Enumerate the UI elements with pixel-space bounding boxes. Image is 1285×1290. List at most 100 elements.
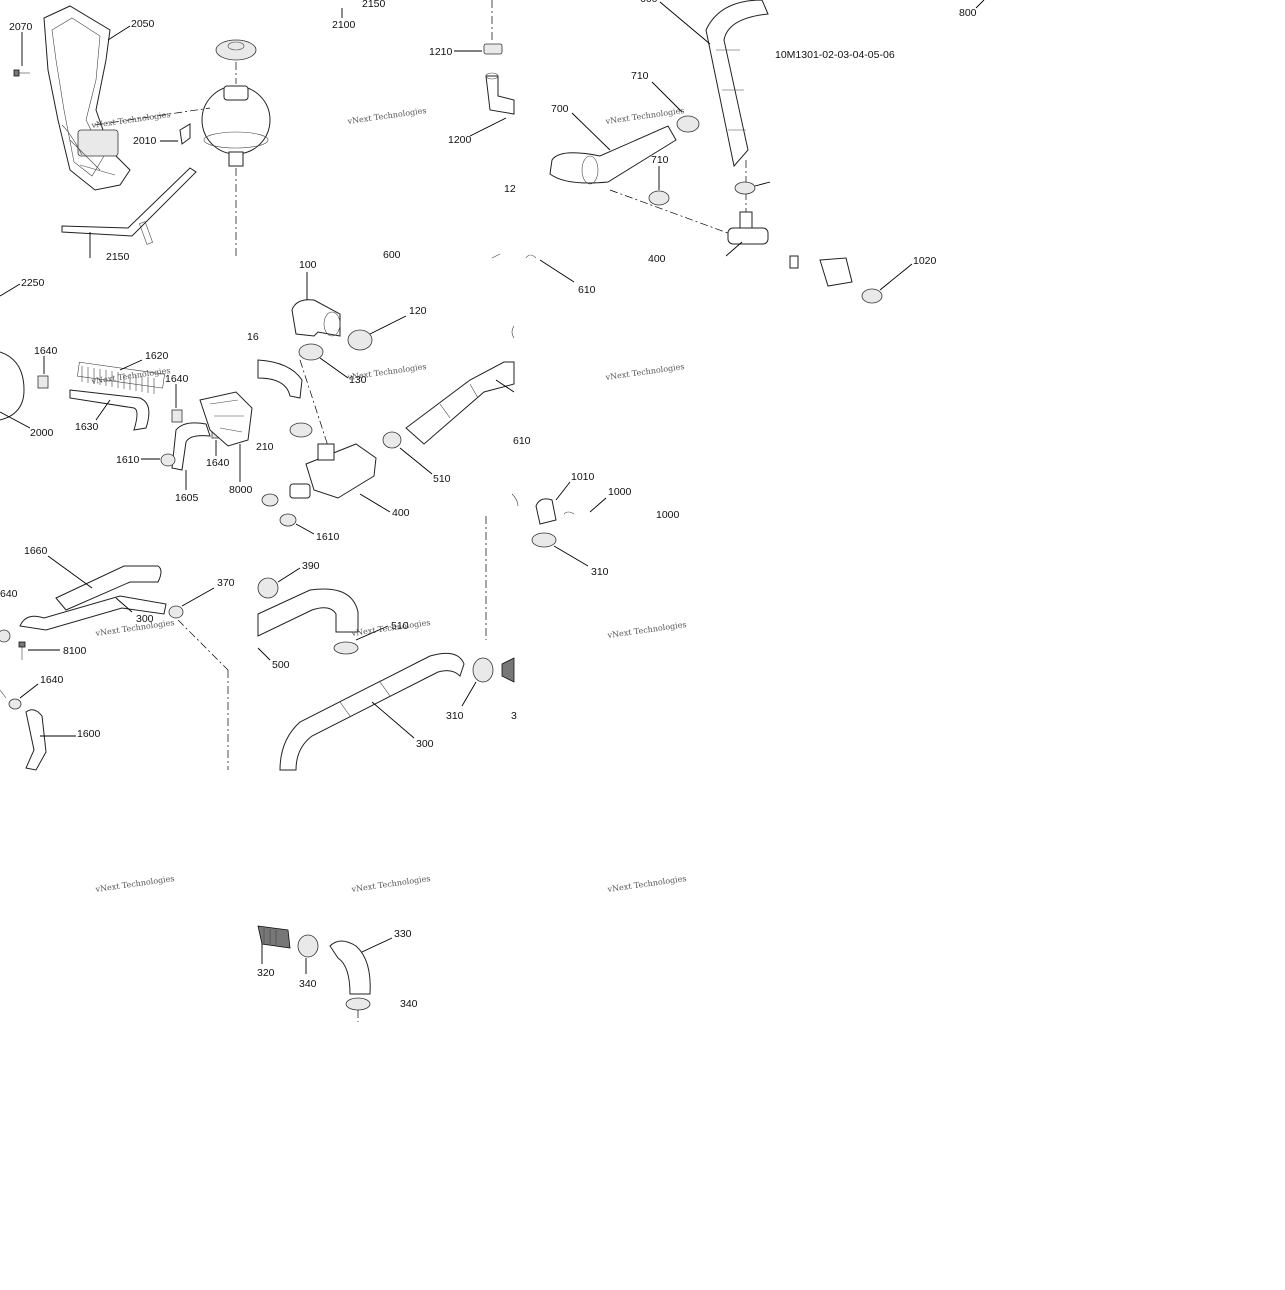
leader-510-b	[355, 625, 389, 641]
clamp-710-lower	[648, 190, 670, 206]
tank-cap-top	[227, 41, 245, 51]
leader-310-a	[553, 545, 589, 567]
fitting-320-part	[257, 925, 291, 949]
leader-300-b	[371, 701, 415, 739]
callout-1660: 1660	[24, 545, 48, 557]
watermark: vNext Technologies	[346, 362, 427, 382]
clip-2010-part	[179, 123, 191, 145]
hose-1200-end	[485, 72, 499, 80]
fitting-1020-part	[819, 257, 853, 287]
expansion-tank-seam	[203, 131, 269, 149]
bolt-2070-head	[13, 69, 20, 77]
leader-610-top	[495, 379, 515, 393]
hose-1600-part	[25, 709, 47, 771]
callout-340-a: 340	[299, 978, 317, 990]
callout-1640-b: 1640	[165, 373, 189, 385]
leader-120	[369, 315, 407, 335]
clamp-340-a	[297, 934, 319, 958]
expansion-tank-outlet	[228, 151, 244, 167]
clamp-120-part	[347, 329, 373, 351]
callout-710-upper: 710	[631, 70, 649, 82]
hose-600-ribs	[716, 49, 746, 131]
expansion-tank-neck	[223, 85, 249, 101]
clamp-210-part	[289, 422, 313, 438]
callout-1600: 1600	[77, 728, 101, 740]
fitting-1010-part	[535, 498, 557, 525]
leader-370	[181, 587, 215, 607]
hose-700-part	[549, 125, 677, 184]
hose-500-upper	[405, 361, 515, 445]
axis-700-tee	[609, 189, 737, 237]
callout-2150-bottom: 2150	[106, 251, 130, 263]
leader-710-upper	[651, 81, 683, 113]
watermark: vNext Technologies	[606, 874, 687, 894]
callout-1200: 1200	[448, 134, 472, 146]
clamp-340-b	[345, 997, 371, 1011]
watermark: vNext Technologies	[604, 362, 685, 382]
leader-2000	[0, 411, 31, 429]
leader-700	[571, 112, 611, 151]
tile-bottom-center: 320 340 330 340	[257, 925, 418, 1022]
callout-700: 700	[551, 103, 569, 115]
callout-500: 500	[272, 659, 290, 671]
callout-16: 16	[247, 331, 259, 343]
callout-1620: 1620	[145, 350, 169, 362]
callout-1010: 1010	[571, 471, 595, 483]
leader-390	[277, 567, 301, 583]
reference-code: 10M1301-02-03-04-05-06	[775, 49, 895, 61]
hose-500-lower	[257, 588, 359, 637]
callout-210: 210	[256, 441, 274, 453]
hose-1605-part	[171, 422, 211, 471]
tile-lower-left: 1660 300 640 370 8100 1640 1600	[0, 545, 235, 771]
callout-320: 320	[257, 967, 275, 979]
tile-top-left: 2070 2050 2150 2100 2010 2150	[9, 0, 386, 263]
clamp-510-b	[333, 641, 359, 655]
clip-1640-b	[171, 409, 183, 423]
hose-500-ribs	[439, 383, 479, 419]
leader-300-a	[115, 597, 133, 613]
clamp-1020-left	[789, 255, 799, 269]
callout-310-a: 310	[591, 566, 609, 578]
callout-800: 800	[959, 7, 977, 19]
hose-300-big	[279, 652, 465, 771]
spring-1620-part	[77, 361, 165, 394]
callout-1640-c: 1640	[206, 457, 230, 469]
callout-510-a: 510	[433, 473, 451, 485]
callout-300-a: 300	[136, 613, 154, 625]
callout-600-top: 600	[640, 0, 658, 5]
clamp-tee-top	[734, 181, 756, 195]
callout-2050: 2050	[131, 18, 155, 30]
watermark: vNext Technologies	[606, 620, 687, 640]
callout-1000-b: 1000	[656, 509, 680, 521]
callout-8100: 8100	[63, 645, 87, 657]
leader-610-a	[539, 259, 575, 283]
hose-1000-tip	[563, 511, 575, 515]
thermostat-400-part	[305, 443, 377, 499]
callout-1000: 1000	[608, 486, 632, 498]
callout-340-b: 340	[400, 998, 418, 1010]
tee-400-stem	[739, 211, 753, 231]
clip-1640-a	[37, 375, 49, 389]
leader-500	[257, 647, 271, 661]
tee-400-body	[727, 227, 769, 245]
leader-130	[319, 357, 349, 379]
callout-2150-top: 2150	[362, 0, 386, 10]
fitting-edge-1640	[0, 689, 7, 699]
callout-1640-a: 1640	[34, 345, 58, 357]
leader-400-bottom	[359, 493, 391, 513]
clamp-710-upper	[676, 115, 700, 133]
watermark: vNext Technologies	[94, 874, 175, 894]
callout-710-lower: 710	[651, 154, 669, 166]
leader-1020	[879, 263, 913, 291]
callout-12: 12	[504, 183, 516, 195]
callout-400-top: 400	[648, 253, 666, 265]
watermark: vNext Technologies	[350, 874, 431, 894]
callout-330: 330	[394, 928, 412, 940]
elbow-330-part	[329, 940, 371, 995]
clamp-510-a	[382, 431, 402, 449]
tile-mid-right: 1010 1000 1000 310	[485, 471, 680, 640]
callout-100: 100	[299, 259, 317, 271]
hose-bypass-part	[257, 359, 303, 399]
clip-640-part	[0, 629, 11, 643]
